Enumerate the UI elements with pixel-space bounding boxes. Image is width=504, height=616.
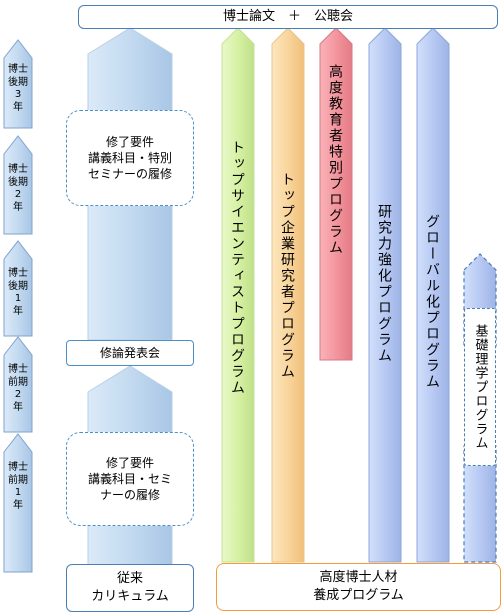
program-label-top-scientist: トップサイエンティストプログラム xyxy=(229,140,245,396)
year-label-m1: 博士 前期 1 年 xyxy=(8,462,28,511)
thesis-presentation-box: 修論発表会 xyxy=(66,340,194,366)
program-label-research-strength: 研究力強化プログラム xyxy=(376,204,392,364)
thesis-presentation-text: 修論発表会 xyxy=(99,345,160,360)
conventional-curriculum-box: 従来 カリキュラム xyxy=(66,564,194,612)
basic-science-box: 基礎理学プログラム xyxy=(464,308,496,466)
program-arrow-lavender-2 xyxy=(416,27,450,563)
requirements-lower-text: 修了要件 講義科目・セミ ナーの履修 xyxy=(87,455,172,503)
program-label-advanced-educator: 高度教育者特別プログラム xyxy=(327,64,343,256)
year-label-d1: 博士 後期 1 年 xyxy=(8,268,28,317)
top-banner-label: 博士論文 ＋ 公聴会 xyxy=(222,9,353,25)
year-arrow-m2 xyxy=(3,336,33,433)
program-arrow-green xyxy=(221,27,255,563)
year-arrow-m1 xyxy=(3,433,33,573)
year-label-d3: 博士 後期 3 年 xyxy=(8,64,28,113)
program-label-globalization: グローバル化プログラム xyxy=(424,214,440,390)
year-arrows xyxy=(3,39,33,573)
program-arrow-red xyxy=(319,27,353,361)
program-label-top-corporate: トップ企業研究者プログラム xyxy=(279,172,295,380)
conventional-curriculum-label: 従来 カリキュラム xyxy=(91,571,169,604)
top-banner: 博士論文 ＋ 公聴会 xyxy=(78,5,498,29)
advanced-program-box: 高度博士人材 養成プログラム xyxy=(216,563,501,611)
program-label-basic-science: 基礎理学プログラム xyxy=(472,324,488,450)
requirements-upper-text: 修了要件 講義科目・特別 セミナーの履修 xyxy=(87,134,172,182)
requirements-lower-box: 修了要件 講義科目・セミ ナーの履修 xyxy=(66,432,194,526)
requirements-upper-box: 修了要件 講義科目・特別 セミナーの履修 xyxy=(66,110,194,206)
program-arrow-lavender-1 xyxy=(368,27,402,563)
year-arrow-d3 xyxy=(3,39,33,129)
year-label-m2: 博士 前期 2 年 xyxy=(8,364,28,413)
program-arrow-orange xyxy=(271,27,305,563)
year-label-d2: 博士 後期 2 年 xyxy=(8,164,28,213)
year-arrow-d1 xyxy=(3,240,33,337)
advanced-program-label: 高度博士人材 養成プログラム xyxy=(313,570,404,603)
year-arrow-d2 xyxy=(3,135,33,235)
